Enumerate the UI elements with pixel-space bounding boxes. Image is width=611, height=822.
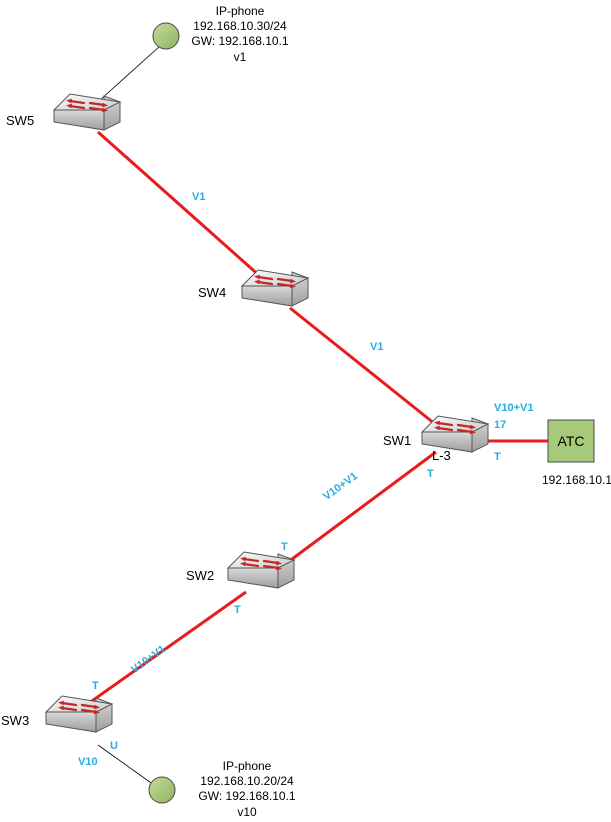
atc-label: ATC bbox=[558, 433, 585, 449]
port-label-sw1-atc: T bbox=[494, 451, 501, 463]
port-label-sw1-sw2: T bbox=[427, 468, 434, 480]
phone-bottom-ip: 192.168.10.20/24 bbox=[200, 774, 294, 788]
switch-icon bbox=[44, 694, 114, 734]
switch-label-sw4: SW4 bbox=[198, 285, 226, 300]
phone-top-vlan: v1 bbox=[234, 50, 247, 64]
vlan-label-sw1-atc: V10+V1 bbox=[494, 402, 533, 414]
switch-icon bbox=[420, 414, 490, 454]
phone-top-ip: 192.168.10.30/24 bbox=[193, 19, 287, 33]
ip-phone-bottom[interactable] bbox=[148, 776, 176, 804]
switch-icon bbox=[226, 550, 296, 590]
switch-icon bbox=[240, 268, 310, 308]
switch-label-sw2: SW2 bbox=[186, 568, 214, 583]
links bbox=[81, 130, 548, 710]
switch-icon bbox=[52, 92, 122, 132]
link-sw2-sw3 bbox=[81, 590, 247, 710]
switch-label-sw3: SW3 bbox=[1, 713, 29, 728]
phone-bottom-vlan: v10 bbox=[237, 805, 257, 819]
switch-sw2[interactable] bbox=[226, 550, 296, 590]
phone-link-bottom bbox=[97, 744, 155, 786]
phone-top-gw: GW: 192.168.10.1 bbox=[191, 34, 289, 48]
atc-ip: 192.168.10.1 bbox=[542, 473, 611, 487]
phone-top-info: IP-phone 192.168.10.30/24 GW: 192.168.10… bbox=[191, 4, 289, 64]
ip-phone-top[interactable] bbox=[152, 22, 180, 50]
phone-top-name: IP-phone bbox=[216, 4, 265, 18]
phone-link-top bbox=[99, 45, 161, 101]
switch-label-sw1: SW1 bbox=[383, 433, 411, 448]
port-label-sw3-bottom: U bbox=[110, 740, 118, 752]
vlan-label-sw1-sw2: V10+V1 bbox=[321, 470, 360, 503]
port-label-sw2-top: T bbox=[281, 541, 288, 553]
phone-bottom-info: IP-phone 192.168.10.20/24 GW: 192.168.10… bbox=[198, 759, 296, 819]
vlan-label-sw2-sw3: V10+V1 bbox=[129, 643, 168, 676]
phone-bottom-name: IP-phone bbox=[223, 759, 272, 773]
port-label-sw2-bottom: T bbox=[234, 604, 241, 616]
link-sw1-sw2 bbox=[279, 450, 437, 570]
port-label-sw3-vlan: V10 bbox=[78, 756, 98, 768]
switch-sw4[interactable] bbox=[240, 268, 310, 308]
switch-sw3[interactable] bbox=[44, 694, 114, 734]
vlan-label-sw5-sw4: V1 bbox=[192, 191, 205, 203]
link-sw5-sw4 bbox=[97, 130, 263, 280]
switch-sw5[interactable] bbox=[52, 92, 122, 132]
atc-box[interactable] bbox=[547, 419, 595, 463]
link-sw4-sw1 bbox=[289, 306, 441, 430]
vlan-label-sw4-sw1: V1 bbox=[370, 341, 383, 353]
switch-label-sw5: SW5 bbox=[6, 113, 34, 128]
port-label-sw1-atc-num: 17 bbox=[494, 419, 506, 431]
port-label-sw3-top: T bbox=[92, 680, 99, 692]
phone-bottom-gw: GW: 192.168.10.1 bbox=[198, 789, 296, 803]
switch-sw1[interactable] bbox=[420, 414, 490, 454]
switch-badge-sw1: L-3 bbox=[432, 448, 451, 463]
